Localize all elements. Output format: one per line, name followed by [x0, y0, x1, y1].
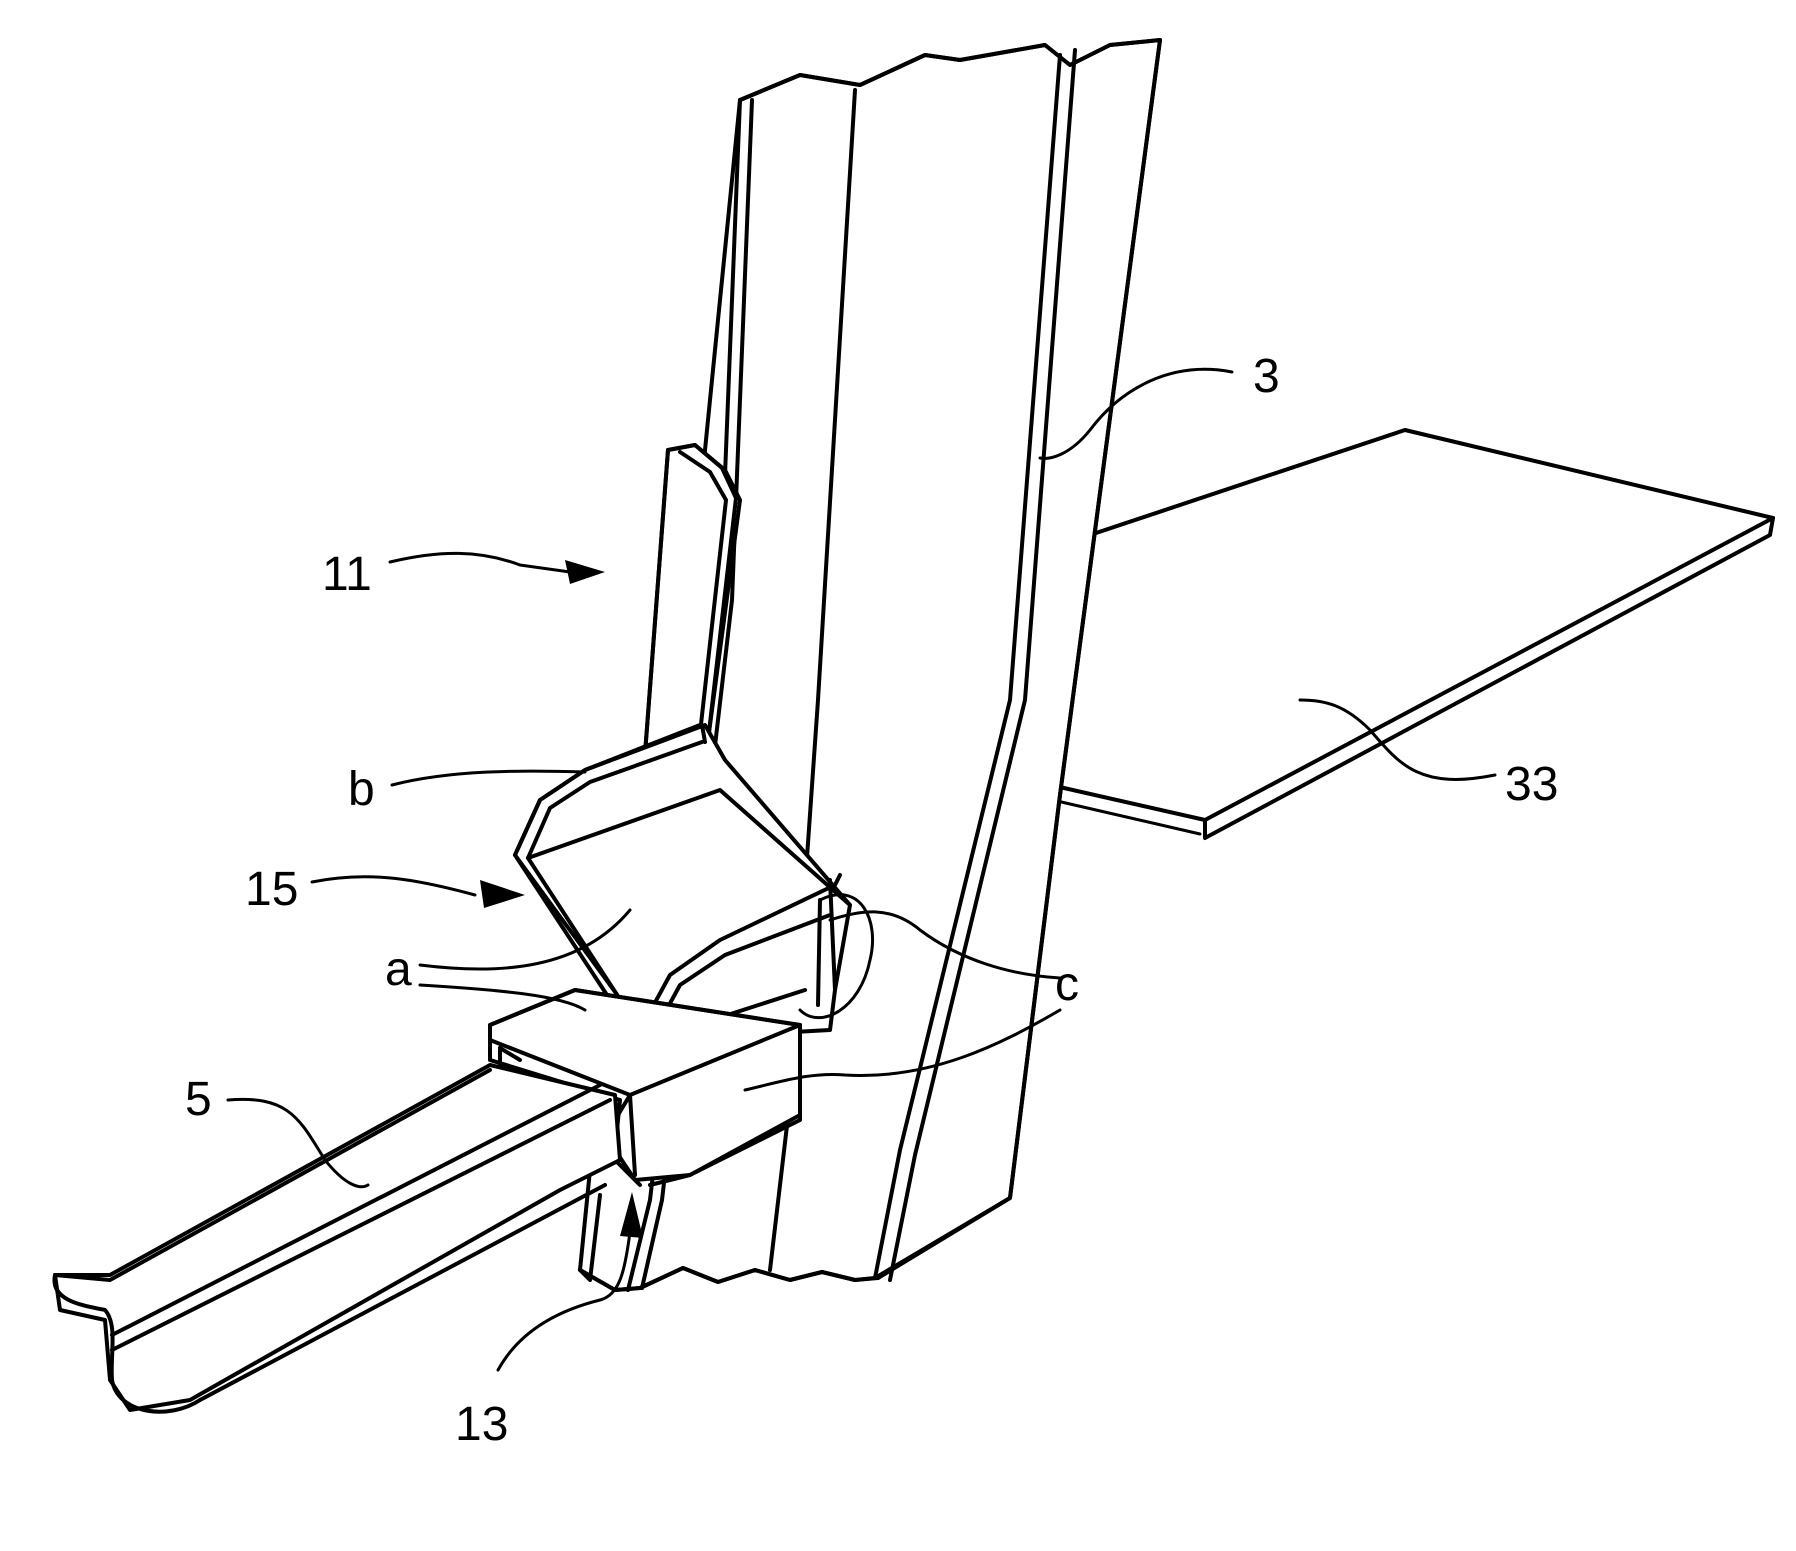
label-13: 13 — [455, 1398, 508, 1451]
label-5: 5 — [185, 1073, 212, 1126]
label-33: 33 — [1505, 758, 1558, 811]
label-c: c — [1055, 958, 1079, 1011]
label-3: 3 — [1253, 350, 1280, 403]
label-a: a — [385, 943, 412, 996]
arrow-15 — [480, 880, 525, 908]
leader-b — [392, 771, 585, 785]
label-b: b — [348, 763, 375, 816]
plate-33 — [1018, 430, 1773, 838]
arrow-11 — [565, 560, 605, 584]
rail-5 — [54, 1065, 620, 1412]
leader-11 — [390, 553, 570, 572]
leader-15 — [312, 877, 475, 895]
label-11: 11 — [322, 548, 372, 601]
label-15: 15 — [245, 863, 298, 916]
